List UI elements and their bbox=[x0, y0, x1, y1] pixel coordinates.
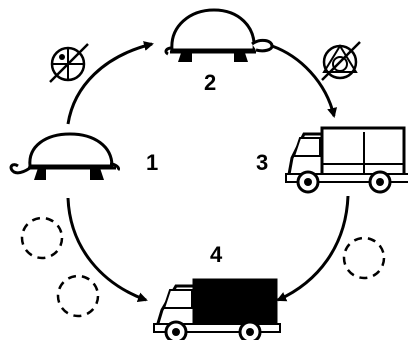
arrow-1-to-4 bbox=[68, 198, 146, 300]
turtle-icon bbox=[11, 134, 118, 180]
truck-icon bbox=[154, 280, 280, 340]
crossed-circle-dot-icon bbox=[50, 44, 88, 82]
crossed-circle-triangle-icon bbox=[322, 42, 360, 80]
truck-icon bbox=[286, 128, 408, 192]
dashed-circle-icon bbox=[22, 218, 62, 258]
dashed-circle-icon bbox=[344, 238, 384, 278]
stage-number-1: 1 bbox=[146, 150, 158, 175]
arrow-3-to-4 bbox=[278, 196, 348, 300]
stage-number-4: 4 bbox=[210, 242, 223, 267]
dashed-circle-icon bbox=[58, 276, 98, 316]
stage-number-3: 3 bbox=[256, 150, 268, 175]
turtle-icon bbox=[166, 10, 272, 62]
stage-number-2: 2 bbox=[204, 70, 216, 95]
